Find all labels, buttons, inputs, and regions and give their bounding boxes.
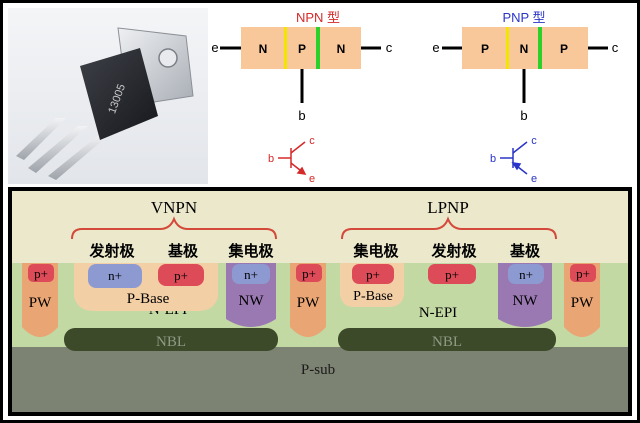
vnpn-label-collector: 集电极 [227,242,274,260]
pw-left-label: PW [29,295,52,311]
nbl-left [64,328,278,351]
nw-left-label: NW [239,293,265,309]
vnpn-title: VNPN [151,198,197,217]
n-plus-1-label: n+ [108,268,122,283]
pnp-region-3: P [560,42,568,56]
lpnp-bracket [341,216,557,240]
p-plus-5 [428,264,476,284]
npn-region-2: P [298,42,306,56]
pnp-collector-label: c [612,40,619,55]
lpnp-label-collector: 集电极 [352,242,399,260]
pnp-title: PNP 型 [502,10,545,25]
transistor-body [80,48,158,140]
n-plus-2 [232,264,270,284]
p-sub-label: P-sub [301,362,335,378]
npn-junction-yellow [284,27,287,69]
lpnp-label-emitter: 发射极 [430,242,477,260]
npn-symbol-e: e [309,173,315,185]
n-plus-2-label: n+ [244,267,258,282]
p-plus-1 [28,264,54,282]
p-base-lpnp-label: P-Base [353,289,393,304]
nbl-right [338,328,556,351]
pnp-region-1: P [481,42,489,56]
pnp-symbol-c: c [531,135,537,147]
npn-region-1: N [259,42,268,56]
p-plus-3-label: p+ [302,266,316,281]
p-plus-5-label: p+ [445,267,459,282]
n-plus-1 [88,264,142,288]
npn-title: NPN 型 [296,10,340,25]
p-base-vnpn-label: P-Base [127,291,170,307]
n-plus-3 [508,264,544,284]
lpnp-title: LPNP [427,198,469,217]
n-plus-3-label: n+ [519,267,533,282]
p-plus-2 [158,264,204,286]
p-plus-3 [296,264,322,282]
p-plus-2-label: p+ [174,268,188,283]
vnpn-bracket [71,216,277,240]
lpnp-label-base: 基极 [509,242,541,260]
pnp-region-2: N [520,42,529,56]
npn-collector-label: c [386,40,393,55]
npn-junction-green [316,27,320,69]
p-plus-4-label: p+ [366,267,380,282]
p-plus-4 [352,264,394,284]
pnp-base-label: b [520,108,527,123]
pnp-symbol-b: b [490,153,496,165]
pnp-diagram: PNP 型 P N P e c b b c e [420,6,620,186]
pnp-junction-yellow [506,27,509,69]
npn-emitter-label: e [211,40,218,55]
pw-right-label: PW [571,295,594,311]
npn-region-3: N [337,42,346,56]
vnpn-label-base: 基极 [167,242,199,260]
pnp-junction-green [538,27,542,69]
pnp-schematic-symbol [500,141,528,175]
cross-section-panel: P-sub N-EPI N-EPI NBL NBL PW PW PW P-Bas… [8,187,632,416]
lead-3 [48,134,110,180]
npn-symbol-c: c [309,135,315,147]
npn-base-label: b [298,108,305,123]
nbl-right-label: NBL [432,334,462,350]
npn-semiconductor-block [241,27,361,69]
p-plus-6 [570,264,596,282]
lead-2 [28,126,88,173]
pnp-emitter-label: e [432,40,439,55]
mount-hole [158,48,178,68]
npn-diagram: NPN 型 N P N e c b b c e [208,6,408,186]
p-plus-6-label: p+ [576,266,590,281]
nw-right-label: NW [513,293,539,309]
transistor-photo: 13005 [8,8,208,184]
pnp-semiconductor-block [462,27,588,69]
p-sub-region [12,347,628,412]
pnp-symbol-e: e [531,173,537,185]
npn-schematic-symbol [278,141,307,175]
p-plus-1-label: p+ [34,266,48,281]
nbl-left-label: NBL [156,334,186,350]
npn-symbol-b: b [268,153,274,165]
lead-1 [16,118,66,160]
pw-center-label: PW [297,295,320,311]
n-epi-label-right: N-EPI [419,305,457,321]
vnpn-label-emitter: 发射极 [88,242,135,260]
